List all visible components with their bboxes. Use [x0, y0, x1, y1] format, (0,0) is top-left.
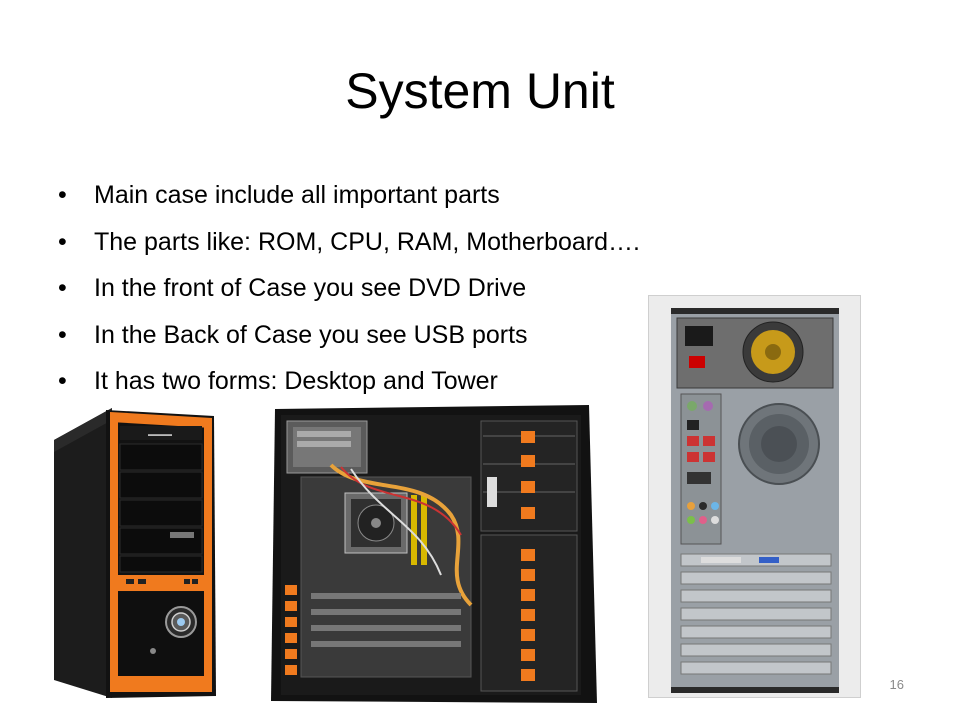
slide-number: 16: [889, 677, 904, 692]
bullet-item: The parts like: ROM, CPU, RAM, Motherboa…: [58, 219, 640, 266]
bullet-item: In the front of Case you see DVD Drive: [58, 265, 640, 312]
bullet-list: Main case include all important parts Th…: [58, 172, 640, 405]
slide-title: System Unit: [345, 63, 615, 119]
bullet-item: In the Back of Case you see USB ports: [58, 312, 640, 359]
tower-case-front-image: ▬▬▬▬: [40, 400, 220, 700]
svg-text:▬▬▬▬: ▬▬▬▬: [148, 432, 172, 438]
bullet-item: Main case include all important parts: [58, 172, 640, 219]
open-case-interior-image: [271, 405, 601, 703]
bullet-item: It has two forms: Desktop and Tower: [58, 358, 640, 405]
case-back-panel-image: [648, 295, 861, 698]
